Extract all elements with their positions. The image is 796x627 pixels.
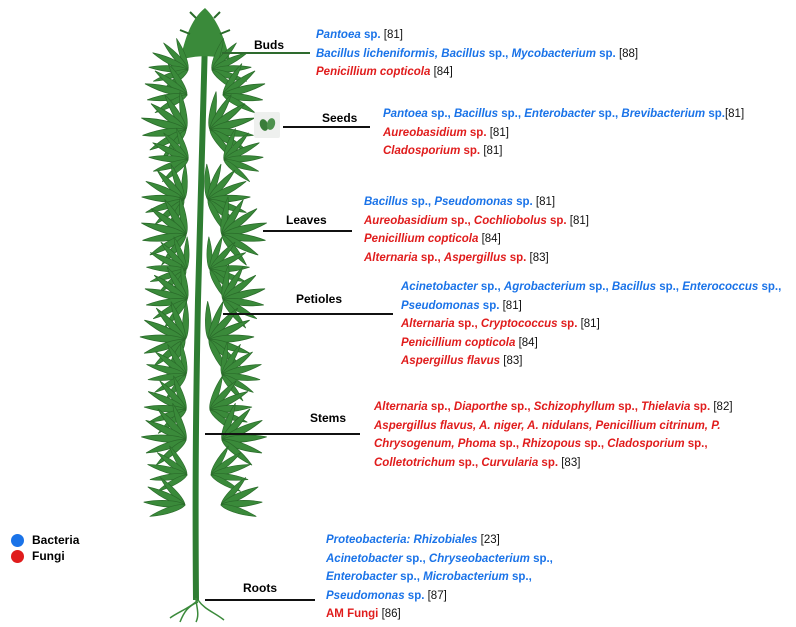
roots-label: Roots [243, 581, 277, 595]
leaves-microbe-row: Penicillium copticola [84] [364, 233, 501, 245]
roots-microbe-row: Pseudomonas sp. [87] [326, 589, 447, 602]
buds-microbe-row: Penicillium copticola [84] [316, 66, 453, 78]
seeds-microbes: Pantoea sp., Bacillus sp., Enterobacter … [383, 105, 744, 161]
leaves-label: Leaves [286, 213, 327, 227]
petioles-microbe-row: Acinetobacter sp., Agrobacterium sp., Ba… [401, 281, 782, 293]
buds-microbe-row: Pantoea sp. [81] [316, 29, 403, 41]
seeds-label: Seeds [322, 111, 358, 125]
leaves-pointer-line [263, 230, 352, 232]
leaves-microbe-row: Bacillus sp., Pseudomonas sp. [81] [364, 196, 556, 208]
buds-microbe-row: Bacillus licheniformis, Bacillus sp., My… [316, 47, 639, 60]
seeds-inset [254, 112, 280, 138]
stems-pointer-line [205, 433, 360, 435]
bud-icon [179, 8, 231, 60]
roots-microbe-row: Enterobacter sp., Microbacterium sp., [326, 571, 532, 583]
fungi-dot-icon [11, 549, 24, 563]
buds-label: Buds [254, 38, 284, 52]
legend-fungi: Fungi [11, 549, 65, 563]
stems-microbe-row: Colletotrichum sp., Curvularia sp. [83] [374, 456, 581, 469]
legend-bacteria-label: Bacteria [32, 533, 80, 547]
petioles-microbes: Acinetobacter sp., Agrobacterium sp., Ba… [401, 278, 781, 371]
stems-microbe-row: Aspergillus flavus, A. niger, A. nidulan… [374, 419, 721, 432]
seeds-microbe-row: Pantoea sp., Bacillus sp., Enterobacter … [383, 108, 745, 120]
stems-label: Stems [310, 411, 347, 425]
seed-icon [259, 118, 276, 131]
seeds-microbe-row: Cladosporium sp. [81] [383, 145, 503, 157]
leaf-icon [143, 475, 188, 520]
seeds-pointer-line [283, 126, 370, 128]
leaf-icon [208, 444, 252, 495]
petioles-microbe-row: Alternaria sp., Cryptococcus sp. [81] [401, 318, 600, 330]
roots-microbe-row: Proteobacteria: Rhizobiales [23] [326, 534, 500, 546]
petioles-pointer-line [223, 313, 393, 315]
petioles-microbe-row: Penicillium copticola [84] [401, 336, 538, 349]
legend-bacteria: Bacteria [11, 533, 79, 547]
leaves-microbe-row: Aureobasidium sp., Cochliobolus sp. [81] [364, 214, 589, 227]
stem-icon [169, 39, 225, 623]
petioles-microbe-row: Pseudomonas sp. [81] [401, 299, 522, 312]
leaves-microbes: Bacillus sp., Pseudomonas sp. [81] Aureob… [364, 193, 589, 267]
petioles-microbe-row: Aspergillus flavus [83] [401, 355, 523, 367]
seeds-microbe-row: Aureobasidium sp. [81] [383, 126, 509, 139]
bacteria-dot-icon [11, 533, 24, 547]
roots-microbe-row: AM Fungi [86] [326, 608, 401, 620]
legend-fungi-label: Fungi [32, 549, 65, 563]
roots-microbes: Proteobacteria: Rhizobiales [23] Acinetob… [326, 531, 553, 624]
stems-microbe-row: Alternaria sp., Diaporthe sp., Schizophy… [374, 401, 733, 413]
stems-microbes: Alternaria sp., Diaporthe sp., Schizophy… [374, 398, 733, 472]
buds-microbes: Pantoea sp. [81] Bacillus licheniformis, … [316, 26, 638, 82]
buds-pointer-line [222, 52, 310, 54]
leaves-microbe-row: Alternaria sp., Aspergillus sp. [83] [364, 251, 549, 264]
leaf-icon [218, 195, 269, 268]
roots-pointer-line [205, 599, 315, 601]
petioles-label: Petioles [296, 292, 343, 306]
roots-microbe-row: Acinetobacter sp., Chryseobacterium sp., [326, 552, 553, 565]
stems-microbe-row: Chrysogenum, Phoma sp., Rhizopous sp., C… [374, 438, 708, 450]
